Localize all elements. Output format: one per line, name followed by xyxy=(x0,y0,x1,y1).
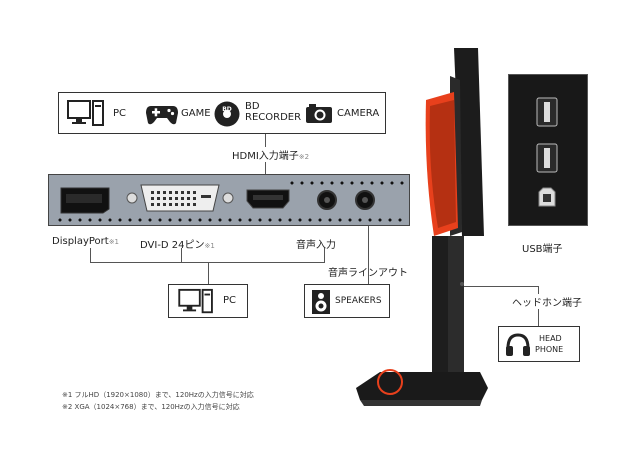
hdmi-label: HDMI入力端子※2 xyxy=(230,147,312,162)
panel-vent-bottom xyxy=(55,218,405,222)
device-label-game: GAME xyxy=(181,108,211,119)
panel-vent-top xyxy=(287,181,405,185)
dvi-port-icon xyxy=(126,184,234,212)
displayport-label: DisplayPort※1 xyxy=(52,236,120,247)
usb-label: USB端子 xyxy=(522,244,563,255)
audio-line-out-jack xyxy=(355,190,375,210)
usb-port-icon xyxy=(536,143,558,173)
speakers-box: SPEAKERS xyxy=(304,284,390,318)
monitor-side-view xyxy=(356,48,488,406)
bottom-pc-label: PC xyxy=(223,295,237,306)
usb-b-port-icon xyxy=(538,187,556,207)
input-devices-box: PC GAME BD BD RECORDER CAMERA xyxy=(58,92,386,134)
audio-in-jack xyxy=(317,190,337,210)
usb-port-icon xyxy=(536,97,558,127)
dvi-down-line xyxy=(181,248,182,262)
headphone-label: ヘッドホン端子 xyxy=(512,294,582,309)
pc-icon xyxy=(67,100,104,126)
svg-text:BD: BD xyxy=(222,106,232,113)
bottom-pc-box: PC xyxy=(168,284,248,318)
device-label-camera: CAMERA xyxy=(337,108,380,119)
dvi-label: DVI-D 24ピン※1 xyxy=(140,240,215,251)
device-label-pc: PC xyxy=(113,108,127,119)
headphone-box: HEAD PHONE xyxy=(498,326,580,362)
footnote-2: ※2 XGA（1024×768）まで、120Hzの入力信号に対応 xyxy=(62,403,240,411)
disc-icon: BD xyxy=(214,101,240,127)
dp-down-line xyxy=(90,248,91,262)
displayport-icon xyxy=(60,187,110,214)
speakers-label: SPEAKERS xyxy=(335,296,382,306)
device-label-bd-recorder: BD RECORDER xyxy=(245,101,302,123)
line-out-line xyxy=(368,226,369,284)
footnote-1: ※1 フルHD（1920×1080）まで、120Hzの入力信号に対応 xyxy=(62,391,254,399)
bus-line xyxy=(90,262,325,263)
headphone-box-line1: HEAD xyxy=(539,334,562,343)
camera-icon xyxy=(306,104,332,123)
rear-io-panel xyxy=(48,174,410,226)
audio-in-label: 音声入力 xyxy=(296,240,336,251)
pc-icon xyxy=(178,288,213,314)
usb-closeup xyxy=(508,74,588,226)
hdmi-port-icon xyxy=(246,189,290,209)
headphone-box-line2: PHONE xyxy=(535,345,564,354)
headphone-line xyxy=(464,286,538,287)
headphone-icon xyxy=(506,333,530,356)
audio-in-down-line xyxy=(324,248,325,262)
pc-down-line xyxy=(208,262,209,284)
speaker-icon xyxy=(312,290,330,314)
gamepad-icon xyxy=(146,106,178,125)
